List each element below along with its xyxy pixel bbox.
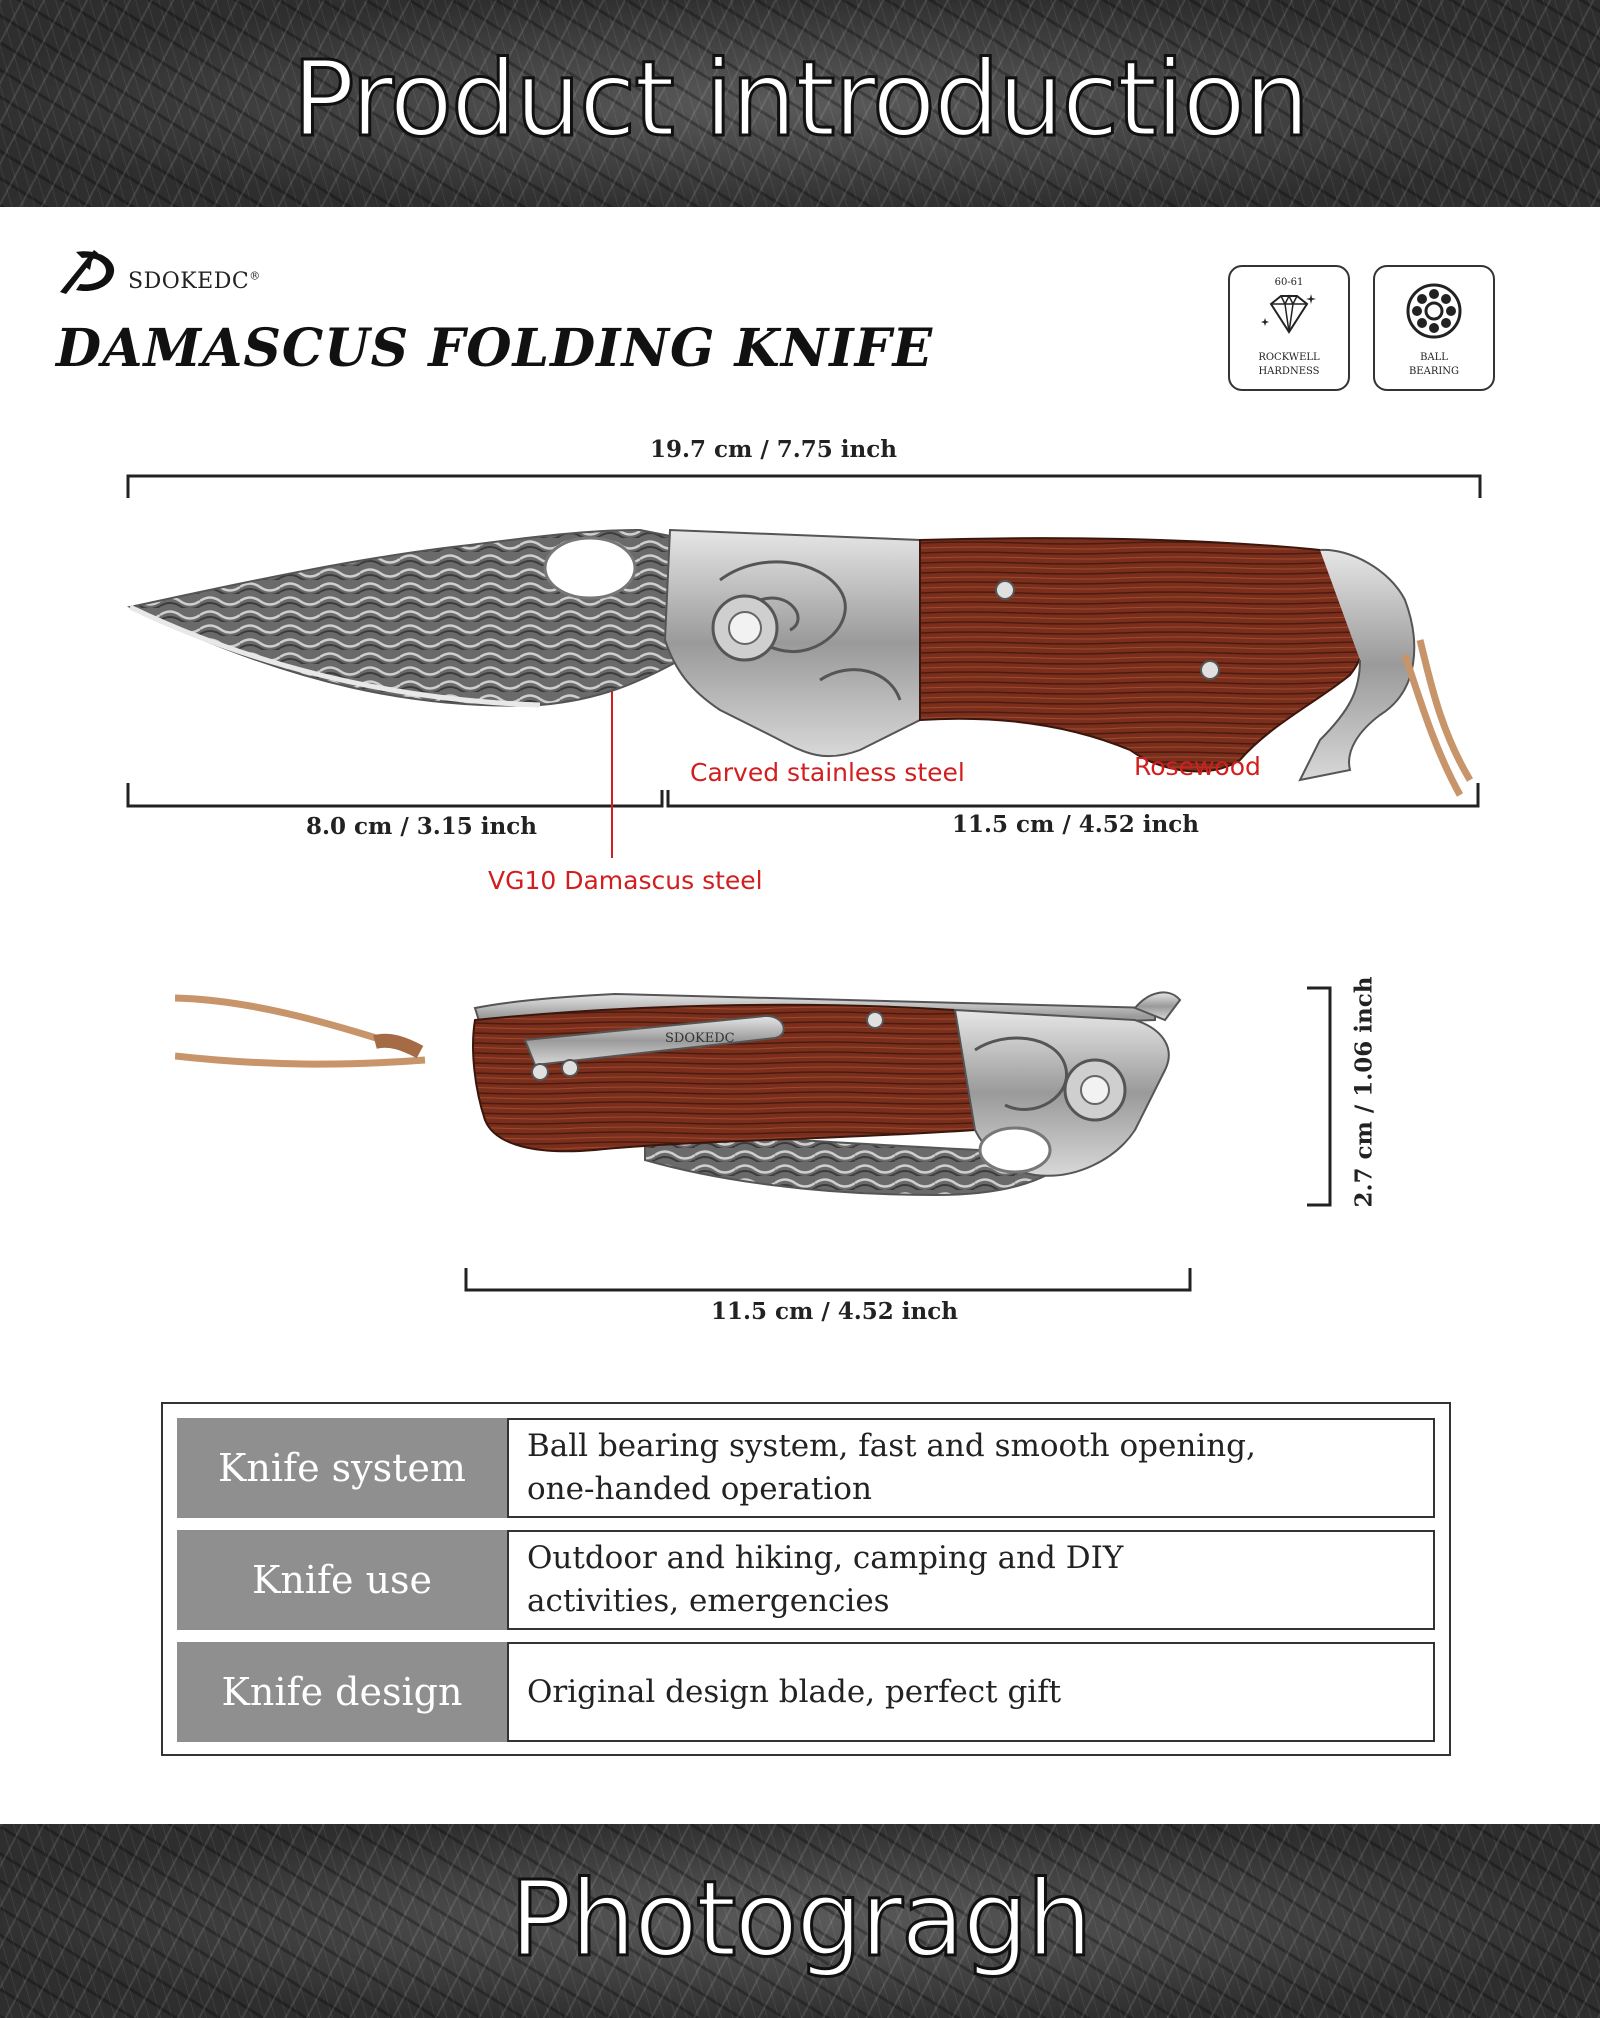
spec-value-line1: Ball bearing system, fast and smooth ope… xyxy=(527,1428,1256,1464)
spec-row: Knife system Ball bearing system, fast a… xyxy=(177,1418,1435,1518)
bolster-callout: Carved stainless steel xyxy=(690,758,965,787)
closed-knife-image: SDOKEDC xyxy=(175,991,1182,1197)
header-banner: Product introduction xyxy=(0,0,1600,207)
spec-row: Knife use Outdoor and hiking, camping an… xyxy=(177,1530,1435,1630)
spec-value: Outdoor and hiking, camping and DIY acti… xyxy=(507,1530,1435,1630)
brand-name: SDOKEDC xyxy=(128,269,250,294)
badge-line1: BALL xyxy=(1420,352,1448,363)
spec-key: Knife use xyxy=(177,1530,507,1630)
spec-value: Original design blade, perfect gift xyxy=(507,1642,1435,1742)
rockwell-hardness-badge: 60-61 ROCKWELL HARDNESS xyxy=(1228,265,1350,391)
registered-mark: ® xyxy=(249,269,261,283)
spec-value-line2: activities, emergencies xyxy=(527,1583,890,1619)
spec-key: Knife design xyxy=(177,1642,507,1742)
open-knife-image xyxy=(126,528,1474,797)
ball-bearing-badge: BALL BEARING xyxy=(1373,265,1495,391)
spec-table: Knife system Ball bearing system, fast a… xyxy=(161,1402,1451,1756)
handle-length-label: 11.5 cm / 4.52 inch xyxy=(952,811,1199,838)
footer-banner: Photogragh xyxy=(0,1824,1600,2018)
clip-brand: SDOKEDC xyxy=(665,1031,735,1046)
section-title: Photogragh xyxy=(508,1857,1094,1982)
product-title: DAMASCUS FOLDING KNIFE xyxy=(56,318,934,379)
bearing-icon xyxy=(1406,283,1462,339)
closed-width-label: 2.7 cm / 1.06 inch xyxy=(1350,976,1378,1208)
spec-value: Ball bearing system, fast and smooth ope… xyxy=(507,1418,1435,1518)
spec-value-line1: Original design blade, perfect gift xyxy=(527,1673,1062,1710)
badge-line2: HARDNESS xyxy=(1258,366,1320,377)
badge-line1: ROCKWELL xyxy=(1258,352,1320,363)
blade-callout: VG10 Damascus steel xyxy=(488,866,763,895)
brand-logo: SDOKEDC® xyxy=(54,244,261,296)
hardness-value: 60-61 xyxy=(1274,277,1304,288)
page-title: Product introduction xyxy=(291,37,1312,162)
spec-value-line1: Outdoor and hiking, camping and DIY xyxy=(527,1540,1124,1576)
handle-callout: Rosewood xyxy=(1134,752,1261,781)
spec-key: Knife system xyxy=(177,1418,507,1518)
blade-length-label: 8.0 cm / 3.15 inch xyxy=(306,813,537,840)
sword-logo-icon xyxy=(60,250,115,294)
diamond-icon xyxy=(1261,294,1316,334)
closed-length-label: 11.5 cm / 4.52 inch xyxy=(711,1298,958,1325)
badge-line2: BEARING xyxy=(1408,366,1460,377)
spec-row: Knife design Original design blade, perf… xyxy=(177,1642,1435,1742)
overall-length-label: 19.7 cm / 7.75 inch xyxy=(650,436,897,463)
spec-value-line2: one-handed operation xyxy=(527,1471,872,1507)
